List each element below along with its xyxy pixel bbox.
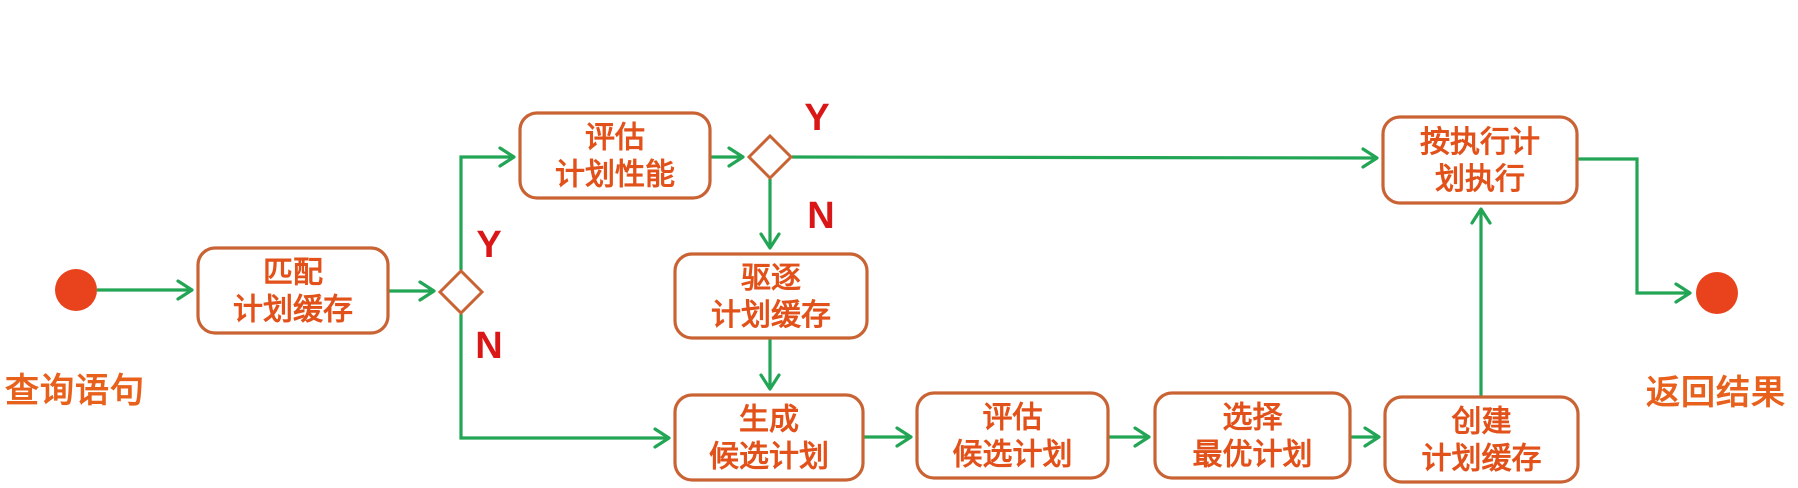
step-evict-plan-cache-label: 驱逐计划缓存	[711, 262, 831, 332]
step-evaluate-candidate-plans-label: 评估候选计划	[953, 402, 1073, 472]
step-execute-by-plan-label: 按执行计划执行	[1420, 126, 1540, 196]
step-generate-candidate-plans-shape	[673, 393, 865, 482]
label-decision2-no: N	[807, 195, 834, 237]
step-select-best-plan-label: 选择最优计划	[1193, 402, 1313, 472]
step-execute-by-plan: 按执行计划执行	[1381, 115, 1579, 205]
step-create-plan-cache-label: 创建计划缓存	[1422, 406, 1542, 476]
label-decision1-no: N	[475, 325, 502, 367]
start-node	[55, 269, 97, 311]
edge-execute-to-end	[1578, 157, 1692, 304]
step-execute-by-plan-shape	[1381, 115, 1579, 205]
label-decision1-yes: Y	[476, 224, 501, 266]
label-query-statement: 查询语句	[5, 372, 145, 410]
step-evaluate-candidate-plans-shape	[915, 391, 1110, 480]
step-match-plan-cache: 匹配计划缓存	[196, 246, 390, 335]
step-select-best-plan: 选择最优计划	[1153, 391, 1352, 480]
step-create-plan-cache-shape	[1383, 395, 1580, 484]
label-decision2-yes: Y	[804, 97, 829, 139]
step-evaluate-plan-performance-label: 评估计划性能	[555, 122, 675, 192]
step-evaluate-plan-performance-shape	[518, 111, 712, 200]
step-generate-candidate-plans-label: 生成候选计划	[709, 404, 829, 474]
step-evict-plan-cache: 驱逐计划缓存	[673, 252, 869, 340]
decision-plan-performance-ok	[746, 133, 794, 181]
end-node	[1696, 272, 1738, 314]
edge-decision1-yes-to-evaluate	[459, 146, 516, 270]
step-match-plan-cache-label: 匹配计划缓存	[233, 257, 353, 327]
step-evict-plan-cache-shape	[673, 252, 869, 340]
step-evaluate-candidate-plans: 评估候选计划	[915, 391, 1110, 480]
decision-plan-cache-hit	[437, 268, 485, 316]
edge-decision2-yes-to-execute	[791, 147, 1379, 169]
step-evaluate-plan-performance: 评估计划性能	[518, 111, 712, 200]
step-match-plan-cache-shape	[196, 246, 390, 335]
edge-decision1-no-to-generate	[459, 314, 671, 449]
step-generate-candidate-plans: 生成候选计划	[673, 393, 865, 482]
step-select-best-plan-shape	[1153, 391, 1352, 480]
label-return-result: 返回结果	[1646, 374, 1786, 412]
step-create-plan-cache: 创建计划缓存	[1383, 395, 1580, 484]
